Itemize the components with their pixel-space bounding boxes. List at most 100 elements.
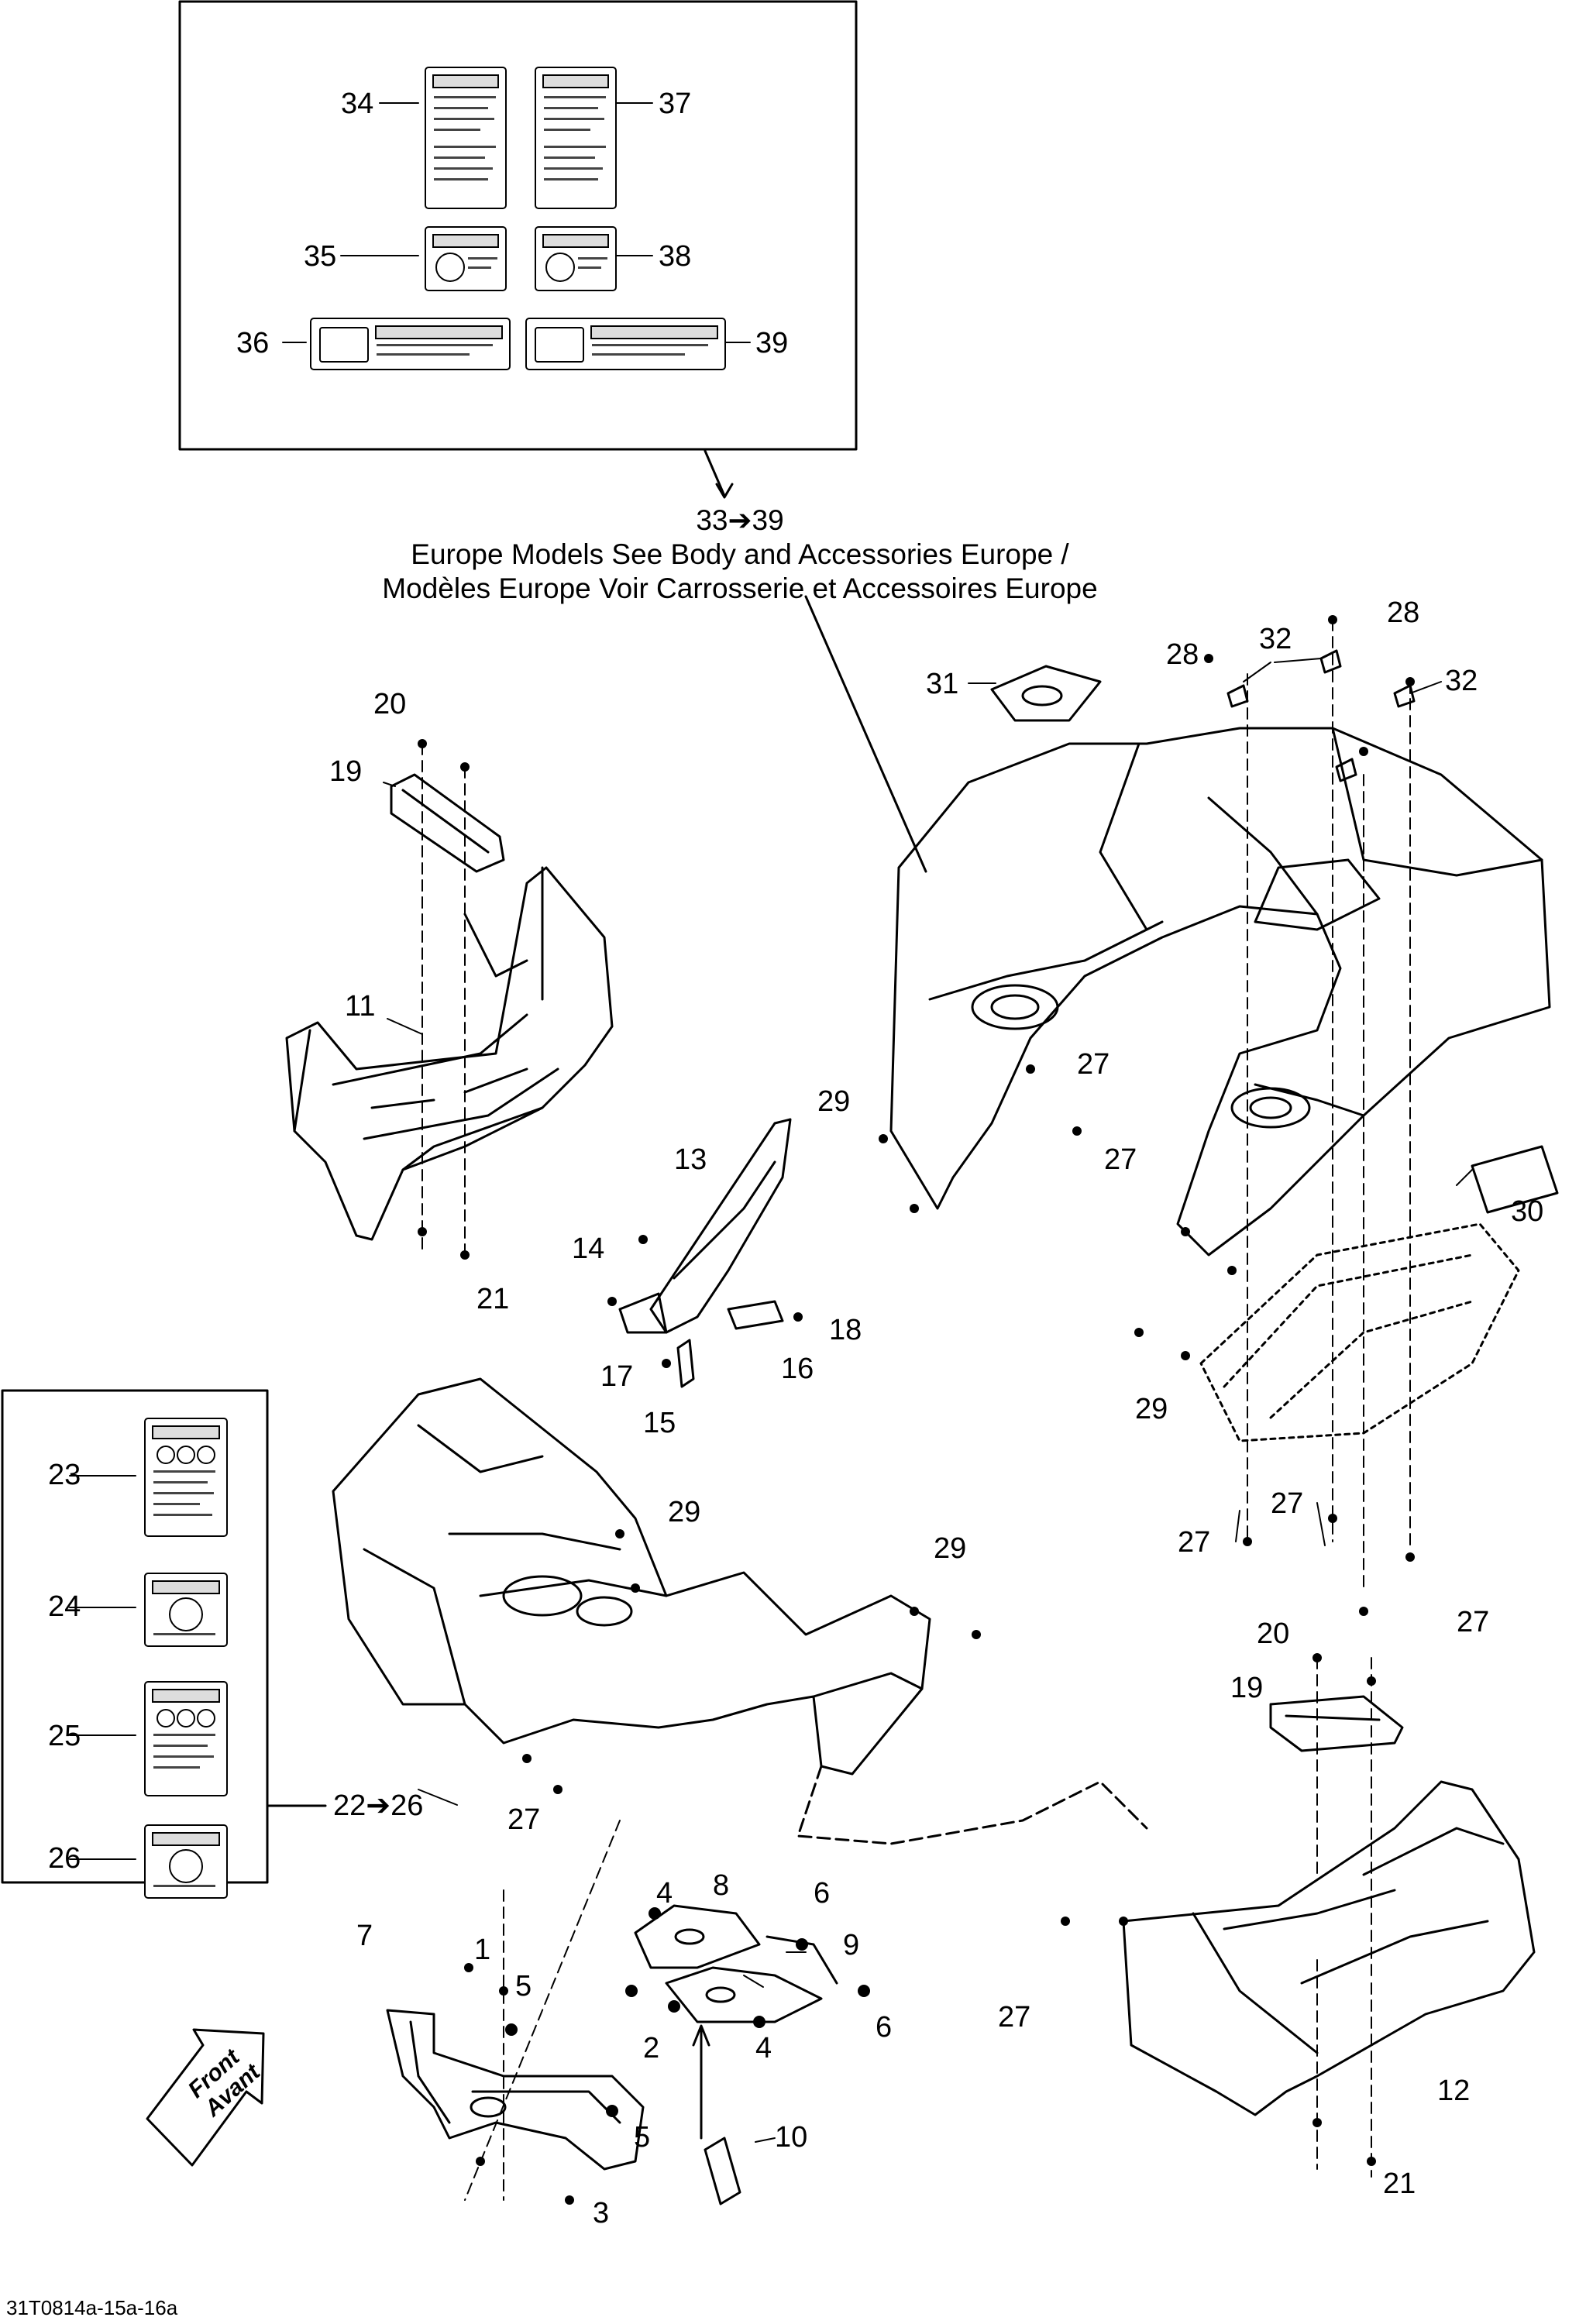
- callout-29d: 29: [934, 1532, 967, 1565]
- callout-27a: 27: [1077, 1048, 1110, 1081]
- europe-decal-box: [178, 0, 858, 451]
- callout-21b: 21: [1383, 2168, 1416, 2200]
- callout-14: 14: [572, 1232, 605, 1265]
- callout-5a: 5: [515, 1970, 532, 2003]
- callout-8: 8: [713, 1869, 730, 1902]
- callout-24: 24: [48, 1590, 81, 1623]
- callout-29c: 29: [668, 1496, 701, 1528]
- callout-28a: 28: [1166, 638, 1199, 671]
- callout-29a: 29: [817, 1085, 851, 1118]
- part-31-hole: [1021, 685, 1063, 706]
- callout-27b: 27: [1104, 1143, 1137, 1176]
- caption-line-2: Modèles Europe Voir Carrosserie et Acces…: [382, 572, 1098, 604]
- dashed-guides: [421, 619, 1411, 2201]
- callout-5b: 5: [634, 2121, 651, 2154]
- callout-27f: 27: [507, 1803, 541, 1836]
- callout-27e: 27: [1457, 1606, 1490, 1638]
- callout-39: 39: [755, 327, 789, 359]
- callout-22-26: 22➔26: [333, 1789, 424, 1822]
- decal-26: [144, 1824, 228, 1899]
- part-rack-frame: [1199, 1222, 1520, 1442]
- callout-20b: 20: [1257, 1618, 1290, 1650]
- callout-12: 12: [1437, 2075, 1471, 2107]
- callout-2: 2: [643, 2032, 660, 2064]
- callout-32b: 32: [1445, 665, 1478, 697]
- callout-10: 10: [775, 2121, 808, 2154]
- part-8-bracket: [634, 1904, 838, 2023]
- part-10-arrow-head: [692, 2024, 710, 2047]
- decal-37-avertissement: [535, 67, 617, 209]
- callout-4b: 4: [755, 2032, 772, 2064]
- callout-3: 3: [593, 2197, 610, 2229]
- callout-4a: 4: [656, 1877, 673, 1910]
- callout-21a: 21: [476, 1283, 510, 1315]
- part-30-plate: [1471, 1145, 1559, 1214]
- callout-36: 36: [236, 327, 270, 359]
- callout-16: 16: [781, 1353, 814, 1385]
- part-16-clip: [727, 1300, 784, 1330]
- callout-26: 26: [48, 1842, 81, 1875]
- decal-35-warning: [425, 226, 507, 291]
- decal-25: [144, 1681, 228, 1796]
- front-arrow-outline: [146, 2028, 265, 2167]
- decal-39-avertissement: [525, 318, 726, 370]
- part-32-insert-c: [1393, 684, 1416, 708]
- callout-23: 23: [48, 1459, 81, 1491]
- callout-29b: 29: [1135, 1393, 1168, 1425]
- caption-range: 33➔39: [696, 504, 784, 536]
- caption-leader: [704, 449, 726, 497]
- caption-arrow: [715, 483, 734, 499]
- callout-34: 34: [341, 88, 374, 120]
- callout-19b: 19: [1230, 1672, 1264, 1704]
- decal-23: [144, 1418, 228, 1537]
- decal-kit-box: [1, 1389, 269, 1884]
- europe-leader: [804, 595, 927, 873]
- callout-20a: 20: [373, 688, 407, 720]
- part-19-footrest-right: [1269, 1695, 1404, 1752]
- decal-24: [144, 1573, 228, 1647]
- callout-25: 25: [48, 1720, 81, 1752]
- callout-28b: 28: [1387, 596, 1420, 629]
- part-12-footwell-right: [1122, 1780, 1536, 2116]
- callout-13: 13: [674, 1143, 707, 1176]
- decal-36-warning: [310, 318, 511, 370]
- callout-31: 31: [926, 668, 959, 700]
- part-front-fender: [332, 1377, 931, 1776]
- assembly-dashed-guide: [796, 1765, 1148, 1845]
- callout-15: 15: [643, 1407, 676, 1439]
- part-10-plate: [704, 2137, 741, 2205]
- callout-27g: 27: [998, 2001, 1031, 2033]
- callout-17: 17: [600, 1360, 634, 1393]
- part-15-spring: [676, 1339, 695, 1388]
- callout-32a: 32: [1259, 623, 1292, 655]
- part-31-plate: [990, 665, 1102, 722]
- decal-34-warning: [425, 67, 507, 209]
- callout-37: 37: [659, 88, 692, 120]
- callout-18: 18: [829, 1314, 862, 1346]
- callout-30: 30: [1511, 1195, 1544, 1228]
- caption-line-1: Europe Models See Body and Accessories E…: [411, 538, 1069, 570]
- figure-id: 31T0814a-15a-16a: [6, 2296, 178, 2319]
- europe-caption: 33➔39 Europe Models See Body and Accesso…: [294, 504, 1185, 606]
- callout-6a: 6: [814, 1877, 831, 1910]
- part-32-insert-a: [1226, 684, 1249, 708]
- part-19-footrest-left: [390, 773, 505, 873]
- callout-6b: 6: [876, 2011, 893, 2044]
- part-rear-fender: [889, 727, 1551, 1257]
- callout-11: 11: [345, 990, 376, 1023]
- callout-35: 35: [304, 240, 337, 273]
- callout-1: 1: [474, 1934, 491, 1966]
- leader-lines: [69, 102, 1473, 2143]
- callout-7: 7: [356, 1920, 373, 1952]
- callout-9: 9: [843, 1929, 860, 1961]
- callout-27c: 27: [1271, 1487, 1304, 1520]
- part-11-footwell-left: [285, 866, 614, 1241]
- callout-27d: 27: [1178, 1526, 1211, 1559]
- callout-38: 38: [659, 240, 692, 273]
- part-32-insert-b: [1319, 649, 1342, 674]
- decal-38-avertissement: [535, 226, 617, 291]
- part-13-bracket: [618, 1118, 792, 1334]
- callout-19a: 19: [329, 755, 363, 788]
- part-32-insert-d: [1335, 758, 1357, 782]
